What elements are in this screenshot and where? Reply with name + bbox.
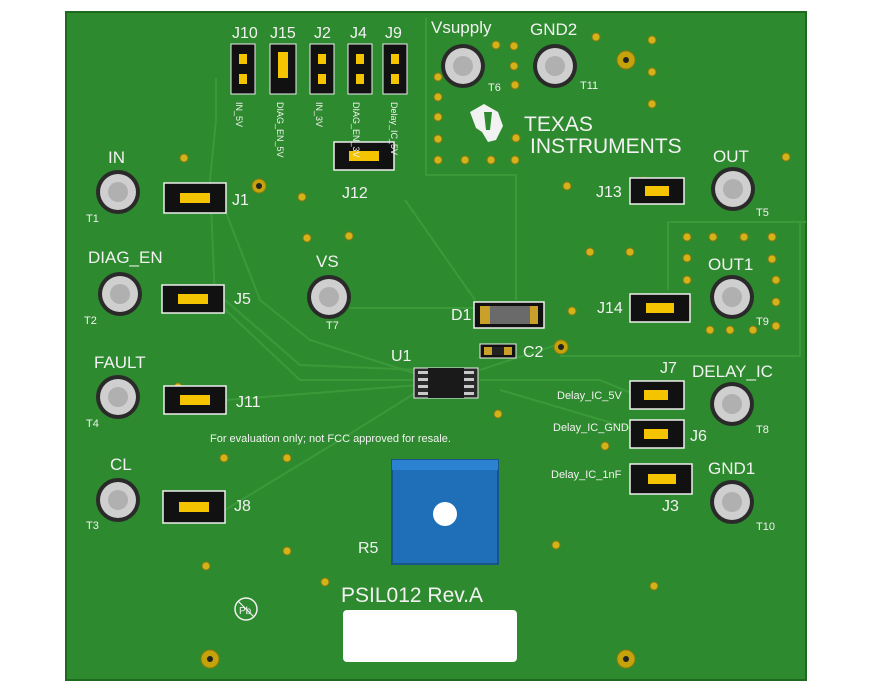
diode-d1: D1 <box>451 301 545 329</box>
jumper-j7[interactable]: J7 Delay_IC_5V <box>557 360 685 410</box>
jumper-j4[interactable]: J4 <box>347 25 373 95</box>
svg-text:Pb: Pb <box>239 606 252 617</box>
jumper-j1[interactable]: J1 <box>163 182 249 214</box>
fcc-notice: For evaluation only; not FCC approved fo… <box>210 433 451 445</box>
jumper-j6-caption: Delay_IC_GND <box>553 422 629 434</box>
jumper-j14-label: J14 <box>597 300 623 317</box>
jumper-j14[interactable]: J14 <box>597 293 691 323</box>
testpoint-out1-label: OUT1 <box>708 255 753 274</box>
header-top: J10 J15 J2 J4 J9 IN_5V DIAG_EN_5V IN_3V … <box>230 25 408 158</box>
jumper-j5[interactable]: J5 <box>161 284 251 314</box>
pcb-substrate <box>65 11 807 681</box>
jumper-j6[interactable]: J6 Delay_IC_GND <box>553 419 707 449</box>
jumper-j4-label: J4 <box>350 25 367 42</box>
testpoint-gnd2-label: GND2 <box>530 20 577 39</box>
jumper-j3-caption: Delay_IC_1nF <box>551 469 622 481</box>
lead-free-icon: Pb <box>234 597 258 621</box>
header-label-diag-en-5v: DIAG_EN_5V <box>275 102 285 158</box>
testpoint-cl-label: CL <box>110 455 132 474</box>
capacitor-c2-label: C2 <box>523 344 544 361</box>
testpoint-diag-en-label: DIAG_EN <box>88 248 163 267</box>
testpoint-vsupply-ref: T6 <box>488 82 501 94</box>
jumper-j7-label: J7 <box>660 360 677 377</box>
testpoint-delay-ic-label: DELAY_IC <box>692 362 773 381</box>
jumper-j6-label: J6 <box>690 428 707 445</box>
jumper-j13-label: J13 <box>596 184 622 201</box>
testpoint-out-ref: T5 <box>756 207 769 219</box>
testpoint-fault[interactable]: FAULT T4 <box>86 353 146 430</box>
ic-u1-label: U1 <box>391 348 412 365</box>
jumper-j15-label: J15 <box>270 25 296 42</box>
jumper-j5-label: J5 <box>234 291 251 308</box>
jumper-j10[interactable]: J10 <box>230 25 258 95</box>
testpoint-gnd2-ref: T11 <box>580 80 598 92</box>
label-area <box>343 610 517 662</box>
jumper-j3[interactable]: J3 Delay_IC_1nF <box>551 463 693 515</box>
jumper-j3-label: J3 <box>662 498 679 515</box>
header-label-diag-en-3v: DIAG_EN_3V <box>351 102 361 158</box>
testpoint-out[interactable]: OUT T5 <box>711 147 769 219</box>
testpoint-fault-ref: T4 <box>86 418 99 430</box>
testpoint-diag-en-ref: T2 <box>84 315 97 327</box>
testpoint-delay-ic[interactable]: DELAY_IC T8 <box>692 362 773 436</box>
testpoint-cl-ref: T3 <box>86 520 99 532</box>
header-label-delay-ic-5v: Delay_IC_5V <box>389 102 399 155</box>
copper-traces <box>208 18 806 511</box>
testpoint-cl[interactable]: CL T3 <box>86 455 140 532</box>
potentiometer-r5[interactable]: R5 <box>358 459 499 565</box>
testpoint-gnd2[interactable]: GND2 T11 <box>530 20 598 92</box>
jumper-j15[interactable]: J15 <box>269 25 297 95</box>
jumper-j9[interactable]: J9 <box>382 25 408 95</box>
header-label-in-5v: IN_5V <box>234 102 244 127</box>
testpoint-in-label: IN <box>108 148 125 167</box>
jumper-j11[interactable]: J11 <box>163 385 261 415</box>
testpoint-vs-ref: T7 <box>326 320 339 332</box>
jumper-j7-caption: Delay_IC_5V <box>557 390 622 402</box>
testpoint-gnd1[interactable]: GND1 T10 <box>708 459 775 533</box>
capacitor-c2: C2 <box>479 343 544 361</box>
testpoint-in-ref: T1 <box>86 213 99 225</box>
jumper-j13[interactable]: J13 <box>596 177 685 205</box>
testpoint-in[interactable]: IN T1 <box>86 148 140 225</box>
jumper-j11-label: J11 <box>236 394 261 411</box>
header-label-in-3v: IN_3V <box>314 102 324 127</box>
jumper-j8-label: J8 <box>234 498 251 515</box>
potentiometer-adjust-screw[interactable] <box>433 502 457 526</box>
testpoint-vsupply[interactable]: Vsupply T6 <box>431 18 501 94</box>
testpoint-diag-en[interactable]: DIAG_EN T2 <box>84 248 163 327</box>
testpoint-out1-ref: T9 <box>756 316 769 328</box>
testpoint-gnd1-ref: T10 <box>756 521 775 533</box>
ti-logo-line2: INSTRUMENTS <box>530 135 682 158</box>
testpoint-vsupply-label: Vsupply <box>431 18 492 37</box>
board-name: PSIL012 Rev.A <box>341 584 483 607</box>
ti-logo: TEXAS INSTRUMENTS <box>470 104 682 158</box>
jumper-j2[interactable]: J2 <box>309 25 335 95</box>
testpoint-vs-label: VS <box>316 252 339 271</box>
ti-logo-line1: TEXAS <box>524 113 593 136</box>
jumper-j9-label: J9 <box>385 25 402 42</box>
testpoint-gnd1-label: GND1 <box>708 459 755 478</box>
jumper-j12-label: J12 <box>342 185 368 202</box>
potentiometer-r5-label: R5 <box>358 540 379 557</box>
testpoint-out-label: OUT <box>713 147 749 166</box>
diode-d1-label: D1 <box>451 307 472 324</box>
testpoint-vs[interactable]: VS T7 <box>307 252 351 332</box>
jumper-j2-label: J2 <box>314 25 331 42</box>
testpoint-delay-ic-ref: T8 <box>756 424 769 436</box>
jumper-j10-label: J10 <box>232 25 258 42</box>
testpoint-fault-label: FAULT <box>94 353 146 372</box>
mounting-holes <box>200 50 636 669</box>
jumper-j8[interactable]: J8 <box>162 490 251 524</box>
jumper-j12[interactable]: J12 <box>333 141 395 202</box>
testpoint-out1[interactable]: OUT1 T9 <box>708 255 769 328</box>
ic-u1: U1 <box>391 348 479 399</box>
jumper-j1-label: J1 <box>232 192 249 209</box>
